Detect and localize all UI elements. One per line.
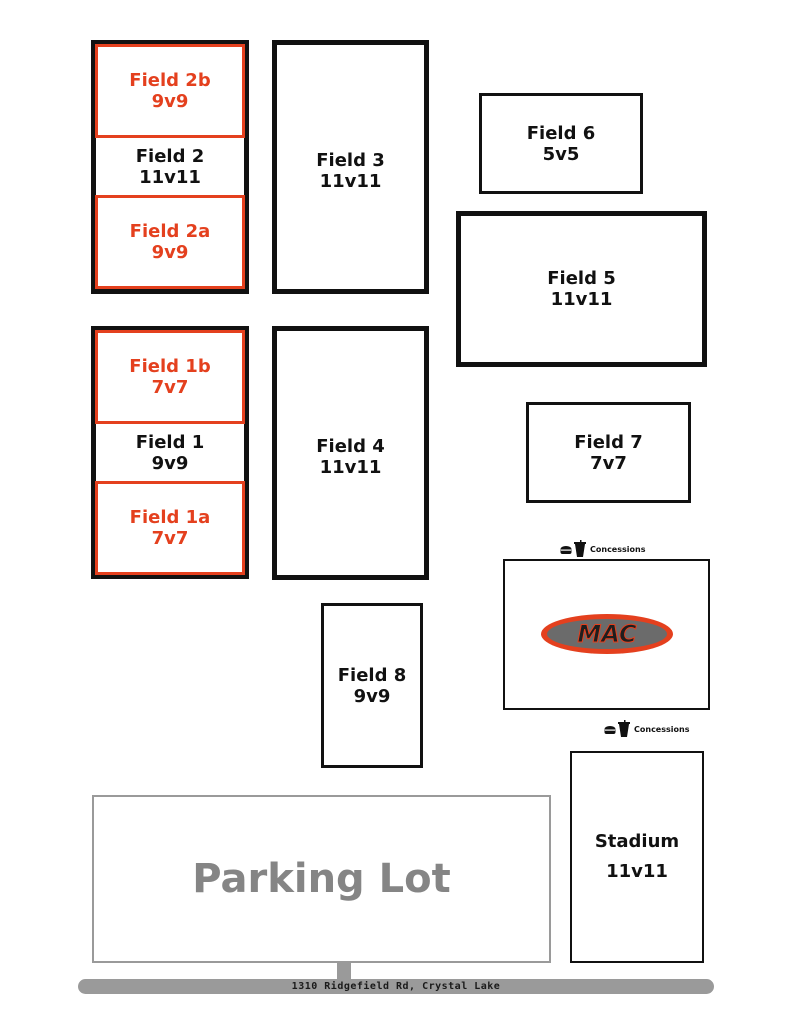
stadium: Stadium 11v11 — [570, 751, 704, 963]
field-7-name: Field 7 — [574, 431, 643, 453]
parking-lot: Parking Lot — [92, 795, 551, 963]
field-2-label: Field 2 11v11 — [96, 146, 244, 188]
field-2a: Field 2a 9v9 — [95, 195, 245, 289]
field-7-size: 7v7 — [590, 452, 627, 474]
field-5-size: 11v11 — [550, 289, 613, 310]
stadium-name: Stadium — [594, 831, 680, 852]
field-1b-name: Field 1b — [129, 356, 211, 377]
field-8-name: Field 8 — [337, 664, 407, 686]
mac-building: MAC — [503, 559, 710, 710]
parking-lot-label: Parking Lot — [192, 856, 451, 902]
field-2-size: 11v11 — [139, 167, 201, 188]
field-2-name: Field 2 — [135, 146, 205, 167]
field-6-size: 5v5 — [542, 143, 580, 165]
field-1b-label: Field 1b 7v7 — [98, 356, 242, 398]
concessions-icon — [560, 540, 586, 557]
driveway — [337, 962, 351, 982]
field-3-name: Field 3 — [316, 150, 385, 171]
field-1a: Field 1a 7v7 — [95, 481, 245, 575]
field-4-name: Field 4 — [316, 436, 385, 457]
field-6-label: Field 6 5v5 — [482, 123, 640, 165]
field-3-size: 11v11 — [319, 171, 382, 192]
field-5: Field 5 11v11 — [456, 211, 707, 367]
field-6: Field 6 5v5 — [479, 93, 643, 194]
concessions-bottom: Concessions — [604, 720, 689, 738]
field-5-name: Field 5 — [547, 268, 616, 289]
field-2b-size: 9v9 — [151, 91, 189, 112]
field-6-name: Field 6 — [526, 122, 596, 144]
field-2a-name: Field 2a — [129, 221, 211, 242]
field-1a-size: 7v7 — [151, 528, 189, 549]
concessions-icon — [604, 720, 630, 737]
field-2b: Field 2b 9v9 — [95, 44, 245, 138]
field-1b: Field 1b 7v7 — [95, 330, 245, 424]
field-2a-label: Field 2a 9v9 — [98, 221, 242, 263]
field-3: Field 3 11v11 — [272, 40, 429, 294]
field-3-label: Field 3 11v11 — [277, 150, 424, 192]
road — [78, 979, 714, 994]
field-1a-label: Field 1a 7v7 — [98, 507, 242, 549]
svg-text:MAC: MAC — [577, 620, 637, 648]
field-4: Field 4 11v11 — [272, 326, 429, 580]
stadium-label: Stadium 11v11 — [572, 827, 702, 887]
stadium-size: 11v11 — [606, 861, 668, 882]
field-1a-name: Field 1a — [129, 507, 211, 528]
field-2b-label: Field 2b 9v9 — [98, 70, 242, 112]
concessions-label-bottom: Concessions — [634, 724, 690, 734]
field-4-size: 11v11 — [319, 457, 382, 478]
field-1-label: Field 1 9v9 — [96, 432, 244, 474]
field-5-label: Field 5 11v11 — [461, 268, 702, 310]
field-1-name: Field 1 — [135, 431, 205, 453]
field-2b-name: Field 2b — [129, 70, 211, 91]
field-1b-size: 7v7 — [151, 377, 189, 398]
field-4-label: Field 4 11v11 — [277, 436, 424, 478]
address-label: 1310 Ridgefield Rd, Crystal Lake — [291, 981, 501, 992]
mac-logo: MAC — [541, 614, 673, 654]
concessions-label-top: Concessions — [590, 544, 646, 554]
field-8-label: Field 8 9v9 — [324, 665, 420, 707]
field-1-size: 9v9 — [151, 452, 189, 474]
concessions-top: Concessions — [560, 540, 645, 558]
field-7-label: Field 7 7v7 — [529, 432, 688, 474]
field-8: Field 8 9v9 — [321, 603, 423, 768]
field-7: Field 7 7v7 — [526, 402, 691, 503]
field-8-size: 9v9 — [353, 685, 391, 707]
field-2a-size: 9v9 — [151, 242, 189, 263]
